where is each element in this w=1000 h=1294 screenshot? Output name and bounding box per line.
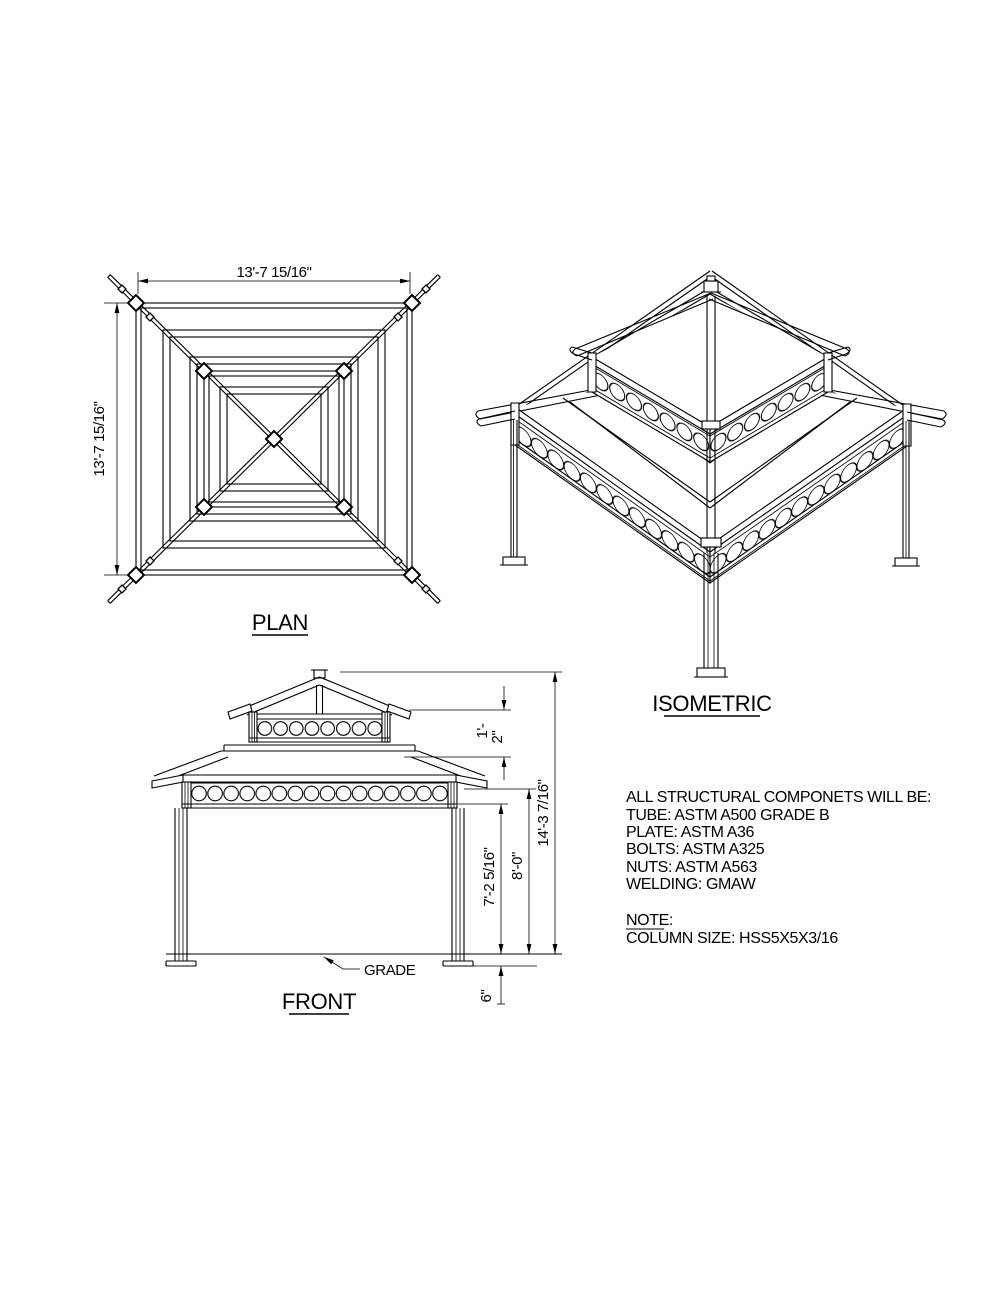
front-columns <box>165 808 474 967</box>
notes-block: ALL STRUCTURAL COMPONETS WILL BE: TUBE: … <box>626 789 931 947</box>
note-spec-line: TUBE: ASTM A500 GRADE B <box>626 807 829 824</box>
note-spec-line: NUTS: ASTM A563 <box>626 859 757 876</box>
note-body: COLUMN SIZE: HSS5X5X3/16 <box>626 930 838 947</box>
plan-dim-depth: 13'-7 15/16" <box>91 401 108 476</box>
isometric-title: ISOMETRIC <box>652 691 772 716</box>
front-top-roof <box>227 669 412 720</box>
note-spec-line: ALL STRUCTURAL COMPONETS WILL BE: <box>626 789 931 806</box>
plan-view: 13'-7 15/16" 13'-7 15/16" PLAN <box>91 264 441 636</box>
dim-total-height: 14'-3 7/16" <box>535 779 552 846</box>
note-spec-line: WELDING: GMAW <box>626 876 757 893</box>
note-heading: NOTE: <box>626 912 673 929</box>
front-grade: GRADE <box>166 953 562 979</box>
front-view: GRADE 1'- 2" 14'-3 7/16" 8'-0" 7'-2 5/16… <box>151 669 562 1015</box>
dim-eave-height: 8'-0" <box>509 852 526 880</box>
iso-center-post <box>700 275 722 553</box>
front-title: FRONT <box>282 989 356 1014</box>
plan-dimensions: 13'-7 15/16" 13'-7 15/16" <box>91 264 411 576</box>
note-spec-line: BOLTS: ASTM A325 <box>626 841 765 858</box>
front-dimensions: 1'- 2" 14'-3 7/16" 8'-0" 7'-2 5/16" 6" <box>340 671 562 1005</box>
dim-clear-height: 7'-2 5/16" <box>481 847 498 906</box>
dim-upper-tier-2: 2" <box>489 730 506 743</box>
iso-main-frieze <box>476 402 946 585</box>
front-upper-frieze <box>248 711 391 743</box>
iso-upper-frieze <box>569 346 851 463</box>
isometric-view: ISOMETRIC <box>475 270 947 717</box>
iso-columns <box>500 420 920 678</box>
front-lower-roof <box>151 744 488 789</box>
iso-upper-roof <box>572 292 850 427</box>
dim-embed-depth: 6" <box>478 989 495 1002</box>
plan-connector-plates <box>117 284 431 594</box>
front-main-frieze <box>181 781 458 809</box>
note-spec-line: PLATE: ASTM A36 <box>626 824 754 841</box>
grade-label: GRADE <box>364 962 416 979</box>
dim-upper-tier-1: 1'- <box>474 723 491 738</box>
plan-title: PLAN <box>252 610 308 635</box>
plan-dim-width: 13'-7 15/16" <box>236 264 311 281</box>
